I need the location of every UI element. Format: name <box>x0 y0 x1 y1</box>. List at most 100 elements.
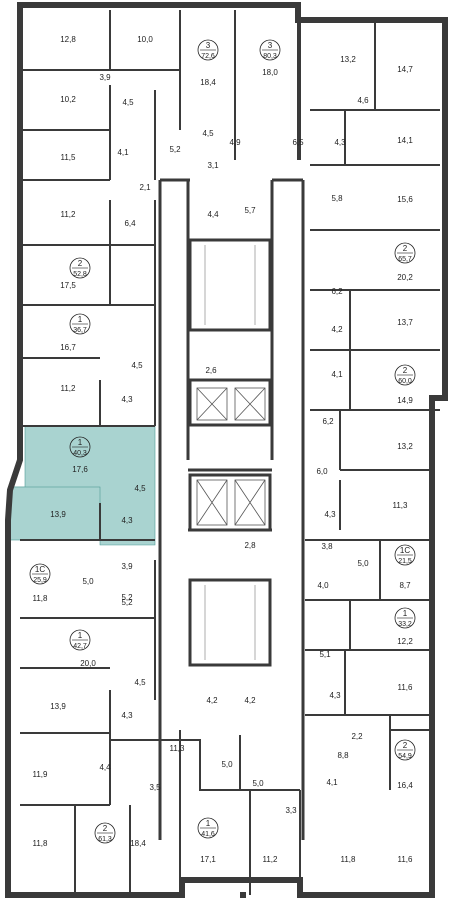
room-area-label: 3,9 <box>99 73 111 82</box>
room-area-label: 4,1 <box>326 778 338 787</box>
apartment-badge-a8[interactable]: 1С 25,9 <box>29 563 51 585</box>
room-area-label: 4,3 <box>121 711 133 720</box>
apartment-badge-a14[interactable]: 261,3 <box>94 822 116 844</box>
walls <box>5 2 448 898</box>
apartment-area: 60,0 <box>398 378 412 385</box>
room-area-label: 11,8 <box>33 839 49 848</box>
apartment-area: 21,5 <box>398 558 412 565</box>
apartment-badge-a10[interactable]: 133,2 <box>394 607 416 629</box>
apartment-rooms: 1С <box>35 565 45 574</box>
room-area-label: 4,2 <box>331 325 343 334</box>
room-area-label: 4,5 <box>134 484 146 493</box>
room-area-label: 5,0 <box>82 577 94 586</box>
room-area-label: 17,1 <box>200 855 216 864</box>
wall-columns <box>5 2 448 898</box>
room-area-label: 11,2 <box>61 384 77 393</box>
room-area-label: 11,5 <box>61 153 77 162</box>
room-area-label: 16,7 <box>60 343 76 352</box>
room-area-label: 2,2 <box>351 732 363 741</box>
room-area-label: 2,1 <box>139 183 151 192</box>
room-area-label: 4,5 <box>131 361 143 370</box>
apartment-area: 42,7 <box>73 643 87 650</box>
apartment-badge-a4[interactable]: 265,7 <box>394 242 416 264</box>
selected-apartment-fill[interactable] <box>9 425 156 546</box>
room-area-label: 15,6 <box>397 195 413 204</box>
room-area-label: 18,4 <box>200 78 216 87</box>
room-area-label: 4,2 <box>244 696 256 705</box>
apartment-area: 54,9 <box>398 753 412 760</box>
apartment-rooms: 2 <box>403 741 408 750</box>
room-area-label: 6,5 <box>292 138 304 147</box>
room-area-label: 11,8 <box>341 855 357 864</box>
room-area-label: 11,6 <box>398 683 414 692</box>
room-area-label: 5,2 <box>121 593 133 602</box>
room-area-label: 3,5 <box>149 783 161 792</box>
apartment-badge-a3[interactable]: 252,8 <box>69 257 91 279</box>
apartment-rooms: 1 <box>78 315 83 324</box>
room-area-label: 8,7 <box>399 581 411 590</box>
apartment-area: 41,6 <box>201 831 215 838</box>
room-area-label: 6,4 <box>124 219 136 228</box>
room-area-label: 4,4 <box>207 210 219 219</box>
room-area-label: 11,8 <box>33 594 49 603</box>
room-area-label: 6,0 <box>316 467 328 476</box>
room-area-label: 13,2 <box>340 55 356 64</box>
room-area-label: 4,6 <box>357 96 369 105</box>
room-area-label: 4,3 <box>334 138 346 147</box>
room-area-label: 4,0 <box>317 581 329 590</box>
apartment-badge-a6[interactable]: 260,0 <box>394 364 416 386</box>
room-area-label: 3,1 <box>207 161 219 170</box>
apartment-badge-a12[interactable]: 254,9 <box>394 739 416 761</box>
room-area-label: 6,2 <box>322 417 334 426</box>
apartment-badge-a11[interactable]: 142,7 <box>69 629 91 651</box>
room-area-label: 4,9 <box>229 138 241 147</box>
apartment-badge-a2[interactable]: 380,3 <box>259 39 281 61</box>
room-area-label: 14,7 <box>397 65 413 74</box>
room-area-label: 12,2 <box>397 637 413 646</box>
apartment-badge-a5[interactable]: 136,7 <box>69 313 91 335</box>
room-area-label: 14,9 <box>397 396 413 405</box>
room-area-label: 4,1 <box>117 148 129 157</box>
room-area-label: 14,1 <box>397 136 413 145</box>
apartment-area: 72,6 <box>201 53 215 60</box>
apartment-rooms: 2 <box>103 824 108 833</box>
room-area-label: 18,0 <box>262 68 278 77</box>
room-area-label: 4,5 <box>202 129 214 138</box>
room-area-label: 12,8 <box>60 35 76 44</box>
room-area-label: 4,3 <box>121 395 133 404</box>
elevator-shafts <box>196 387 266 526</box>
room-area-label: 4,5 <box>134 678 146 687</box>
room-area-label: 13,2 <box>397 442 413 451</box>
room-area-label: 11,9 <box>33 770 49 779</box>
apartment-area: 80,3 <box>263 53 277 60</box>
apartment-rooms: 2 <box>403 366 408 375</box>
apartment-badge-a13[interactable]: 141,6 <box>197 817 219 839</box>
apartment-badge-a1[interactable]: 372,6 <box>197 39 219 61</box>
room-area-label: 11,2 <box>61 210 77 219</box>
stairs <box>204 245 256 660</box>
room-area-label: 17,5 <box>60 281 76 290</box>
room-area-label: 2,8 <box>244 541 256 550</box>
room-area-label: 6,2 <box>331 287 343 296</box>
apartment-rooms: 1 <box>403 609 408 618</box>
apartment-area: 65,7 <box>398 256 412 263</box>
apartment-rooms: 2 <box>78 259 83 268</box>
apartment-badges: 372,6380,3252,8265,7136,7260,0140,31С25,… <box>29 39 416 844</box>
room-area-label: 4,1 <box>331 370 343 379</box>
apartment-area: 25,9 <box>33 577 47 584</box>
apartment-badge-a7[interactable]: 140,3 <box>69 436 91 458</box>
room-area-label: 13,9 <box>50 702 66 711</box>
room-area-label: 5,7 <box>244 206 256 215</box>
room-area-label: 13,7 <box>397 318 413 327</box>
room-area-label: 4,3 <box>324 510 336 519</box>
room-area-label: 3,8 <box>321 542 333 551</box>
apartment-rooms: 1 <box>206 819 211 828</box>
apartment-rooms: 1 <box>78 631 83 640</box>
room-area-label: 4,5 <box>122 98 134 107</box>
room-area-label: 16,4 <box>397 781 413 790</box>
room-area-label: 11,2 <box>263 855 279 864</box>
apartment-area: 61,3 <box>98 836 112 843</box>
room-area-label: 18,4 <box>130 839 146 848</box>
